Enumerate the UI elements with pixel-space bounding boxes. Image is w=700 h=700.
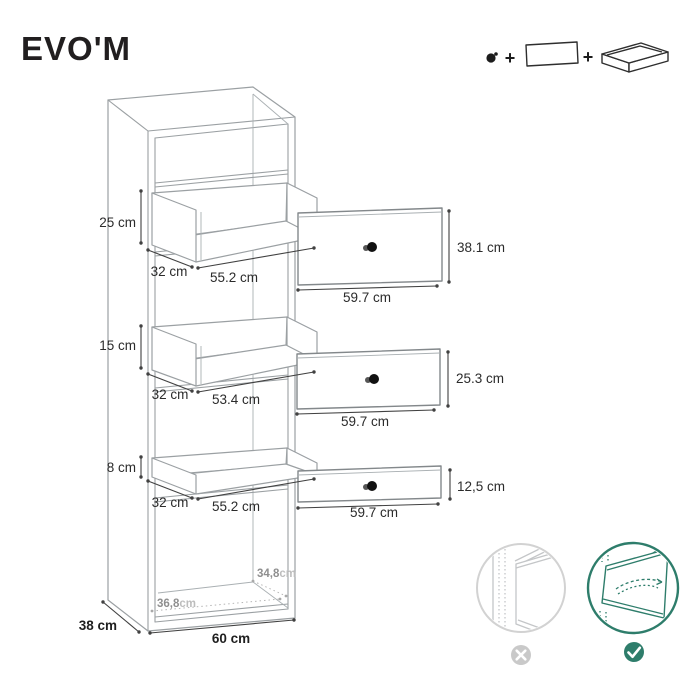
dimension-front-1: 38.1 cm 59.7 cm [296, 209, 505, 305]
dimension-front-3: 12,5 cm 59.7 cm [296, 468, 505, 520]
knob-icon [486, 52, 498, 63]
instruction-correct [586, 541, 680, 662]
dimension-interior: 34,8cm 36,8cm [150, 568, 296, 613]
drawer-box-2 [151, 316, 318, 387]
dimension-label: 55.2 cm [210, 270, 258, 285]
dimension-label: 38.1 cm [457, 240, 505, 255]
dimension-cabinet: 38 cm 60 cm [79, 600, 296, 646]
instruction-wrong [476, 543, 566, 665]
drawer-box-3 [151, 447, 318, 495]
dimension-label: 34,8cm [257, 568, 296, 580]
dimension-compartment-3: 8 cm 32 cm 55.2 cm [107, 455, 316, 514]
dimension-label: 59.7 cm [343, 290, 391, 305]
dimension-label: 8 cm [107, 460, 136, 475]
dimension-label: 55.2 cm [212, 499, 260, 514]
drawer-box-1 [151, 182, 318, 263]
dimension-label: 32 cm [151, 264, 188, 279]
dimension-label: 15 cm [99, 338, 136, 353]
dimension-label: 32 cm [152, 495, 189, 510]
assembly-legend: + + [486, 41, 669, 73]
knob-icon [365, 374, 379, 384]
brand-logo: EVO'M [21, 30, 132, 67]
dimension-label: 59.7 cm [350, 505, 398, 520]
x-icon [511, 645, 531, 665]
knob-icon [363, 242, 377, 252]
dimension-label: 53.4 cm [212, 392, 260, 407]
drawer-front-panel-2 [296, 348, 441, 410]
drawer-front-panel-1 [297, 207, 443, 286]
dimension-label: 32 cm [152, 387, 189, 402]
dimension-label: 12,5 cm [457, 479, 505, 494]
drawer-front-icon [525, 41, 579, 67]
dimension-label: 59.7 cm [341, 414, 389, 429]
drawer-front-panel-3 [297, 465, 442, 503]
drawer-box-icon [601, 42, 669, 73]
check-icon [624, 642, 644, 662]
dimension-label: 60 cm [212, 631, 250, 646]
plus-icon: + [583, 47, 594, 67]
dimension-compartment-1: 25 cm 32 cm 55.2 cm [99, 189, 316, 285]
dimension-compartment-2: 15 cm 32 cm 53.4 cm [99, 324, 316, 407]
dimension-label: 25 cm [99, 215, 136, 230]
knob-icon [363, 481, 377, 491]
dimension-label: 36,8cm [157, 598, 196, 610]
plus-icon: + [505, 48, 516, 68]
dimension-label: 38 cm [79, 618, 117, 633]
dimension-front-2: 25.3 cm 59.7 cm [295, 350, 504, 429]
dimension-label: 25.3 cm [456, 371, 504, 386]
